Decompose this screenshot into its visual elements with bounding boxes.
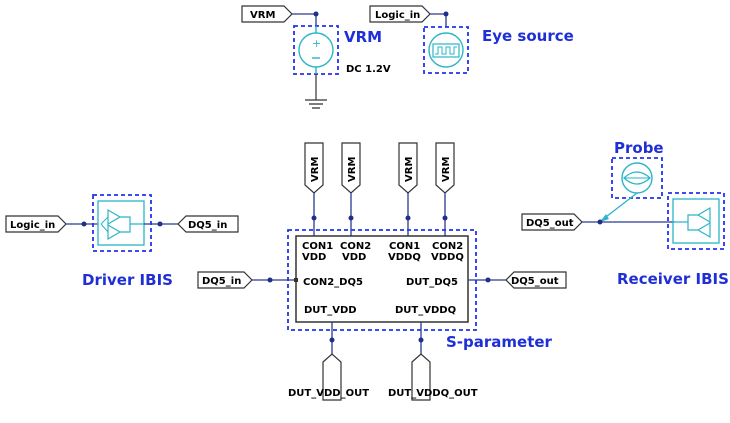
s-parameter-label: S-parameter: [446, 333, 553, 351]
ibis-receiver-icon[interactable]: [672, 198, 720, 244]
pulse-source-icon[interactable]: [428, 32, 464, 68]
probe-label: Probe: [614, 139, 664, 157]
pin-con1-vdd-a: CON1: [302, 241, 333, 252]
pin-con2-vdd-b: VDD: [342, 252, 366, 263]
probe-selection-box: [611, 157, 663, 199]
pin-con1-vddq-a: CON1: [389, 241, 420, 252]
driver-selection-box: [92, 194, 152, 252]
vrm-port-2-label: VRM: [347, 157, 358, 182]
ground-icon: [305, 99, 327, 109]
vrm-port-top[interactable]: VRM: [241, 5, 293, 23]
pin-dut-dq5: DUT_DQ5: [406, 277, 458, 288]
pin-con2-vdd-a: CON2: [340, 241, 371, 252]
vrm-port-3[interactable]: VRM: [398, 142, 418, 194]
receiver-selection-box: [667, 192, 725, 250]
logic-in-port-top[interactable]: Logic_in: [369, 5, 431, 23]
driver-ibis-label: Driver IBIS: [82, 271, 173, 289]
dq5-out-port-sparam[interactable]: DQ5_out: [505, 271, 567, 289]
dq5-out-port-sparam-label: DQ5_out: [511, 276, 559, 287]
pin-con2-vddq-a: CON2: [432, 241, 463, 252]
dq5-in-port-sparam[interactable]: DQ5_in: [197, 271, 253, 289]
dq5-out-port-receiver[interactable]: DQ5_out: [521, 213, 583, 231]
dq5-in-port-driver[interactable]: DQ5_in: [177, 215, 239, 233]
receiver-ibis-label: Receiver IBIS: [617, 270, 729, 288]
logic-in-port-left-label: Logic_in: [10, 220, 55, 231]
eye-probe-icon[interactable]: [621, 162, 653, 194]
vrm-port-top-label: VRM: [250, 10, 275, 21]
dut-vdd-out-label: DUT_VDD_OUT: [288, 388, 369, 399]
vrm-port-1-label: VRM: [310, 157, 321, 182]
pin-dut-vdd: DUT_VDD: [304, 305, 357, 316]
dut-vdd-out-port[interactable]: [322, 353, 342, 401]
dq5-out-port-receiver-label: DQ5_out: [526, 218, 574, 229]
dut-vddq-out-label: DUT_VDDQ_OUT: [388, 388, 478, 399]
vrm-port-4-label: VRM: [441, 157, 452, 182]
eye-source-selection-box: [423, 26, 469, 74]
dut-vddq-out-port[interactable]: [411, 353, 431, 401]
logic-in-port-left[interactable]: Logic_in: [5, 215, 67, 233]
logic-in-port-top-label: Logic_in: [375, 10, 420, 21]
pin-con1-vdd-b: VDD: [302, 252, 326, 263]
s-parameter-block[interactable]: [295, 235, 469, 323]
ibis-driver-icon[interactable]: [97, 200, 145, 246]
dq5-in-port-driver-label: DQ5_in: [188, 220, 227, 231]
pin-con2-dq5: CON2_DQ5: [303, 277, 363, 288]
pin-dut-vddq: DUT_VDDQ: [395, 305, 456, 316]
vrm-port-2[interactable]: VRM: [341, 142, 361, 194]
pin-con2-vddq-b: VDDQ: [431, 252, 464, 263]
dc-voltage-source-icon[interactable]: +: [298, 26, 334, 74]
vrm-label: VRM: [344, 28, 382, 46]
eye-source-label: Eye source: [482, 27, 574, 45]
vrm-dc-value: DC 1.2V: [346, 64, 391, 75]
dq5-in-port-sparam-label: DQ5_in: [202, 276, 241, 287]
pin-con1-vddq-b: VDDQ: [388, 252, 421, 263]
vrm-port-3-label: VRM: [404, 157, 415, 182]
svg-text:+: +: [312, 37, 321, 50]
vrm-port-1[interactable]: VRM: [304, 142, 324, 194]
vrm-port-4[interactable]: VRM: [435, 142, 455, 194]
